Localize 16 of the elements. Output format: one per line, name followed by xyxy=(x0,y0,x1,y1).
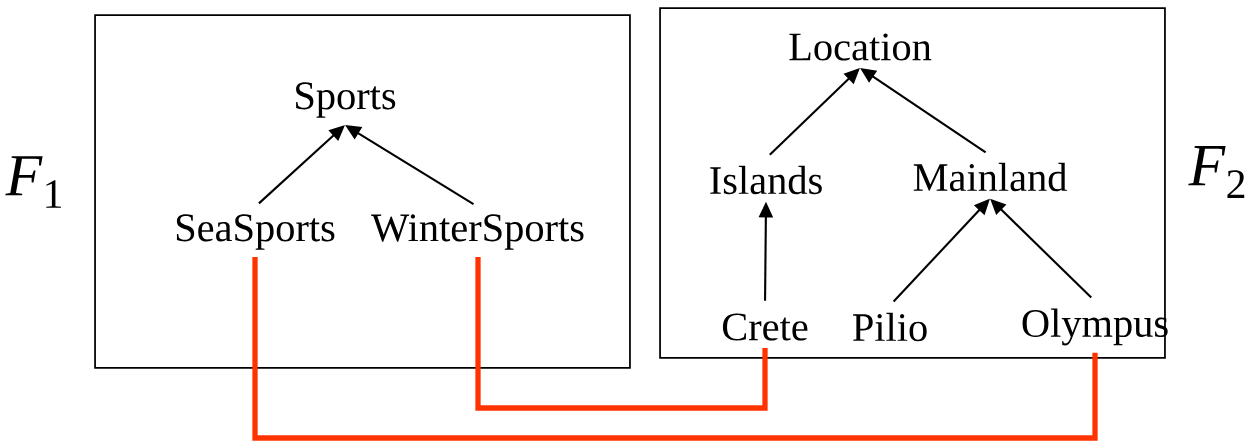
arrow xyxy=(769,68,860,156)
concept-label: Mainland xyxy=(913,162,1067,192)
arrow xyxy=(258,125,345,205)
concept-label: Sports xyxy=(296,82,396,118)
connector-line xyxy=(475,257,768,411)
panel-frame xyxy=(659,7,1166,359)
concept-label: WinterSports xyxy=(371,214,584,250)
concept-label: SeaSports xyxy=(176,214,335,250)
panel-label: F$_{1}$ xyxy=(5,156,61,208)
concept-label: Location xyxy=(789,33,932,61)
concept-label: Islands xyxy=(710,165,822,195)
concept-label: Pilio xyxy=(853,312,927,342)
concept-label: Crete xyxy=(722,313,808,341)
panel-frame xyxy=(94,14,631,369)
connector-line xyxy=(252,257,1098,441)
panel-label: F$_{2}$ xyxy=(1188,146,1245,198)
